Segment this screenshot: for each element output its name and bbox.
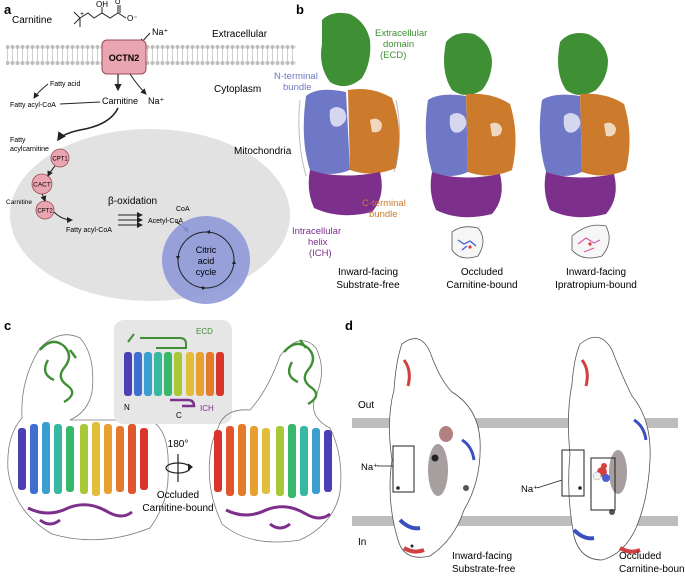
- cryoem-map-substrate-free: [298, 12, 401, 216]
- surface-slice-substrate-free: [389, 338, 481, 558]
- octn2-transporter: [101, 39, 147, 75]
- carnitine-site-box: [590, 457, 616, 511]
- cterm-label-1: C-terminal: [362, 198, 406, 209]
- cpt2-label: CPT2: [37, 209, 53, 215]
- fatty-acyl-coa-top: Fatty acyl-CoA: [10, 102, 56, 109]
- cpt1-label: CPT1: [52, 157, 68, 163]
- acetyl-coa-label: Acetyl-CoA: [148, 218, 183, 225]
- beta-oxidation-label: β-oxidation: [108, 196, 157, 207]
- citric-label-1: Citric: [196, 245, 217, 255]
- state-2-line-1: Occluded: [461, 267, 503, 278]
- fatty-acyl-coa-low: Fatty acyl-CoA: [66, 227, 112, 234]
- amine-plus: +: [80, 11, 84, 18]
- rotation-arrow-icon: [165, 454, 193, 482]
- state-1-line-2: Substrate-free: [336, 280, 400, 291]
- na-label-left: Na⁺: [361, 462, 378, 473]
- na-site-box-right: [561, 449, 585, 497]
- ich-label-2: helix: [308, 237, 328, 248]
- ribbon-structure-right: [208, 339, 342, 543]
- cpt1-enzyme: [50, 148, 70, 168]
- state-d1-line-2: Substrate-free: [452, 564, 516, 575]
- fatty-acylcarnitine-1: Fatty: [10, 137, 26, 144]
- rotation-label: 180°: [168, 439, 189, 450]
- state-1-line-1: Inward-facing: [338, 267, 398, 278]
- carnitine-structure: [73, 5, 127, 27]
- topo-n-label: N: [124, 403, 130, 412]
- membrane-bottom-boundary: [352, 516, 678, 526]
- na-site-box-left: [392, 445, 415, 493]
- carboxylate-label: O⁻: [127, 14, 137, 23]
- state-c-line-2: Carnitine-bound: [142, 503, 213, 514]
- panel-b-label: b: [296, 2, 304, 17]
- state-3-line-1: Inward-facing: [566, 267, 626, 278]
- na-out-label: Na⁺: [148, 96, 165, 106]
- coa-label: CoA: [176, 206, 190, 213]
- surface-slice-carnitine-bound: [568, 336, 651, 561]
- mitochondria-label: Mitochondria: [234, 146, 292, 157]
- ecd-label-3: (ECD): [380, 50, 406, 61]
- nterm-label-2: bundle: [283, 82, 312, 93]
- fatty-acid-label: Fatty acid: [50, 81, 80, 88]
- cryoem-map-carnitine-bound: [425, 33, 516, 259]
- in-label: In: [358, 537, 366, 548]
- panel-d-label: d: [345, 318, 353, 333]
- topo-ecd-label: ECD: [196, 327, 213, 336]
- na-in-label: Na⁺: [152, 27, 169, 37]
- out-label: Out: [358, 400, 374, 411]
- ich-label-1: Intracellular: [292, 226, 341, 237]
- state-3-line-2: Ipratropium-bound: [555, 280, 637, 291]
- panel-a: a Carnitine OH O O⁻ + Na⁺ Extracellular …: [4, 0, 296, 304]
- plasma-membrane: [6, 45, 296, 67]
- state-c-line-1: Occluded: [157, 490, 199, 501]
- state-d1-line-1: Inward-facing: [452, 551, 512, 562]
- panel-c: c ECD: [4, 318, 342, 543]
- citric-label-2: acid: [198, 256, 215, 266]
- ribbon-structure-left: [7, 334, 169, 541]
- citric-label-3: cycle: [196, 267, 217, 277]
- carnitine-title: Carnitine: [12, 15, 52, 26]
- carnitine-mid-label: Carnitine: [102, 96, 138, 106]
- topo-c-label: C: [176, 411, 182, 420]
- nterm-label-1: N-terminal: [274, 71, 318, 82]
- carbonyl-o-label: O: [115, 0, 121, 6]
- oh-label: OH: [96, 0, 108, 9]
- panel-c-label: c: [4, 318, 11, 333]
- cytoplasm-label: Cytoplasm: [214, 84, 261, 95]
- ich-label-3: (ICH): [309, 248, 332, 259]
- carnitine-low-label: Carnitine: [6, 199, 32, 206]
- ecd-label-2: domain: [383, 39, 414, 50]
- fatty-acylcarnitine-2: acylcarnitine: [10, 146, 49, 153]
- panel-b: b Extracellular domain (ECD) N-terminal …: [274, 2, 637, 291]
- na-label-right: Na⁺: [521, 484, 538, 495]
- panel-d: d Out In Na⁺ Inward-facing Substrate-fre…: [345, 318, 685, 575]
- cterm-label-2: bundle: [369, 209, 398, 220]
- state-d2-line-2: Carnitine-bound: [619, 564, 685, 575]
- cryoem-map-ipratropium-bound: [539, 33, 630, 259]
- citric-acid-cycle: [162, 216, 250, 304]
- cact-label: CACT: [33, 182, 51, 189]
- panel-a-label: a: [4, 2, 12, 17]
- ecd-label-1: Extracellular: [375, 28, 427, 39]
- topo-ich-label: ICH: [200, 404, 214, 413]
- state-2-line-2: Carnitine-bound: [446, 280, 517, 291]
- extracellular-label: Extracellular: [212, 29, 268, 40]
- topology-diagram: ECD ICH N C: [114, 320, 232, 424]
- membrane-top-boundary: [352, 418, 678, 428]
- state-d2-line-1: Occluded: [619, 551, 661, 562]
- octn2-label: OCTN2: [109, 53, 140, 63]
